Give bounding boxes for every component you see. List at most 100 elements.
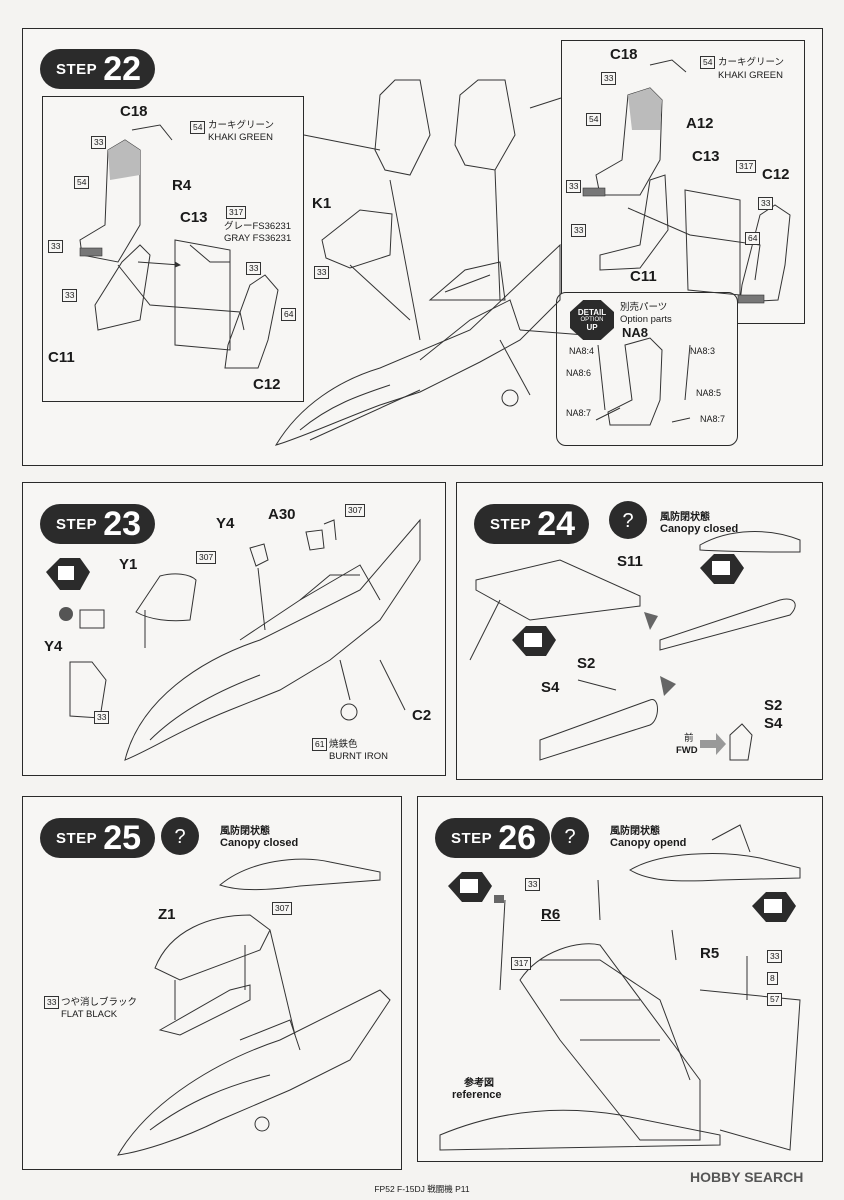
detail-badge-line2: OPTION xyxy=(580,317,604,323)
color-num-33: 33 xyxy=(601,72,617,85)
color-num-64: 64 xyxy=(281,308,297,321)
color-num-33: 33 xyxy=(571,224,587,237)
view-direction-icon xyxy=(609,501,647,539)
part-label-r6: R6 xyxy=(541,906,561,923)
step-24-badge: STEP 24 xyxy=(474,504,590,544)
part-label-c13-right: C13 xyxy=(692,148,720,165)
step22-seat-subassembly-left xyxy=(42,96,304,402)
caption-en: Canopy closed xyxy=(220,837,299,849)
caption-jp: 風防閉状態 xyxy=(220,826,270,837)
step26-caption: 風防閉状態 Canopy opend xyxy=(610,822,686,849)
detail-badge-line1: DETAIL xyxy=(577,308,607,317)
step-number: 25 xyxy=(103,819,142,857)
part-label-k1: K1 xyxy=(312,195,332,212)
color-num-307: 307 xyxy=(345,504,366,517)
color-num-33: 33 xyxy=(758,197,774,210)
part-label-y1: Y1 xyxy=(119,556,138,573)
step-number: 26 xyxy=(498,819,537,857)
reference-label: 参考図 reference xyxy=(452,1074,502,1101)
paint-khaki-en: KHAKI GREEN xyxy=(208,132,273,143)
reference-en: reference xyxy=(452,1089,502,1101)
svg-text:?: ? xyxy=(564,826,575,848)
detail-option-up-badge: DETAIL OPTION UP xyxy=(570,300,614,340)
detail-na8-3: NA8:3 xyxy=(690,346,716,356)
color-num-317: 317 xyxy=(511,957,532,970)
caption-en: Canopy opend xyxy=(610,837,687,849)
color-num-54: 54 xyxy=(74,176,90,189)
detail-na8-5: NA8:5 xyxy=(696,388,722,398)
caption-jp: 風防閉状態 xyxy=(610,826,660,837)
part-label-y4-left: Y4 xyxy=(44,638,63,655)
color-num-317: 317 xyxy=(736,160,757,173)
step-number: 24 xyxy=(537,505,576,543)
paint-khaki-jp: カーキグリーン xyxy=(208,120,275,131)
color-num-307: 307 xyxy=(272,902,293,915)
part-label-c18-right: C18 xyxy=(610,46,638,63)
step-23-badge: STEP 23 xyxy=(40,504,156,544)
fwd-label-jp: 前 xyxy=(684,733,694,744)
part-label-c11-right: C11 xyxy=(630,268,657,285)
paint-flat-black-en: FLAT BLACK xyxy=(61,1009,118,1020)
part-label-c13-left: C13 xyxy=(180,209,208,226)
step-word: STEP xyxy=(56,515,98,533)
part-label-c12-right: C12 xyxy=(762,166,790,183)
part-label-z1: Z1 xyxy=(158,906,176,923)
color-num-317: 317 xyxy=(226,206,247,219)
part-label-r5: R5 xyxy=(700,945,720,962)
page-footer: FP52 F-15DJ 戦闘機 P11 xyxy=(374,1184,470,1194)
color-num-33: 33 xyxy=(91,136,107,149)
paint-gray-en: GRAY FS36231 xyxy=(224,233,292,244)
color-num-8: 8 xyxy=(767,972,778,985)
caption-en: Canopy closed xyxy=(660,523,739,535)
detail-badge-line3: UP xyxy=(586,323,598,332)
part-label-s11: S11 xyxy=(617,553,643,570)
color-num-33: 33 xyxy=(314,266,330,279)
view-direction-icon xyxy=(551,817,589,855)
part-label-s2-right: S2 xyxy=(764,697,783,714)
color-num-54: 54 xyxy=(586,113,602,126)
detail-na8-7a: NA8:7 xyxy=(566,408,592,418)
color-num-54: 54 xyxy=(190,121,206,134)
color-num-54: 54 xyxy=(700,56,716,69)
color-num-33: 33 xyxy=(44,996,60,1009)
detail-title-en: Option parts xyxy=(620,314,672,325)
step-25-panel xyxy=(22,796,402,1170)
paint-gray-jp: グレーFS36231 xyxy=(224,221,292,232)
paint-burnt-iron-jp: 焼鉄色 xyxy=(329,739,358,750)
color-num-57: 57 xyxy=(767,993,783,1006)
paint-khaki-en-right: KHAKI GREEN xyxy=(718,70,783,81)
part-label-c12-left: C12 xyxy=(253,376,281,393)
detail-na8-6: NA8:6 xyxy=(566,368,592,378)
part-label-c2: C2 xyxy=(412,707,432,724)
part-label-a12: A12 xyxy=(686,115,714,132)
part-label-y4-top: Y4 xyxy=(216,515,235,532)
step-word: STEP xyxy=(490,515,532,533)
part-label-a30: A30 xyxy=(268,506,296,523)
color-num-33: 33 xyxy=(246,262,262,275)
paint-flat-black-jp: つや消しブラック xyxy=(61,997,138,1008)
step-number: 22 xyxy=(103,50,142,88)
color-num-33: 33 xyxy=(767,950,783,963)
part-label-s4: S4 xyxy=(541,679,560,696)
reference-jp: 参考図 xyxy=(464,1078,494,1089)
part-label-c11-left: C11 xyxy=(48,349,75,366)
step-number: 23 xyxy=(103,505,142,543)
color-num-61: 61 xyxy=(312,738,328,751)
detail-part-na8: NA8 xyxy=(622,325,649,340)
detail-na8-4: NA8:4 xyxy=(569,346,595,356)
view-direction-icon xyxy=(161,817,199,855)
fwd-label-en: FWD xyxy=(676,745,698,756)
paint-burnt-iron-en: BURNT IRON xyxy=(329,751,388,762)
part-label-c18-left: C18 xyxy=(120,103,148,120)
part-label-s2: S2 xyxy=(577,655,596,672)
svg-text:?: ? xyxy=(174,826,185,848)
step25-caption: 風防閉状態 Canopy closed xyxy=(220,822,298,849)
step-25-badge: STEP 25 xyxy=(40,818,156,858)
detail-na8-7b: NA8:7 xyxy=(700,414,726,424)
part-label-s4-right: S4 xyxy=(764,715,783,732)
color-num-64: 64 xyxy=(745,232,761,245)
